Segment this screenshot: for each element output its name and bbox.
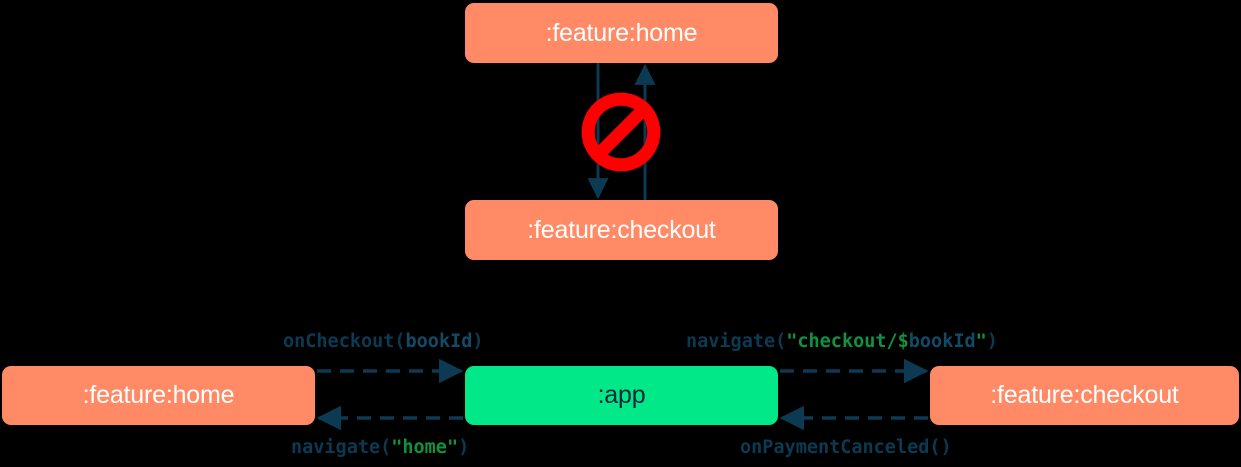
label-token-ident: onCheckout xyxy=(283,331,395,352)
node-label: :feature:checkout xyxy=(990,381,1179,409)
edge-label-app-to-checkout: navigate("checkout/$bookId") xyxy=(686,331,998,352)
label-token-paren: ( xyxy=(775,331,787,352)
node-feature-checkout-bottom[interactable]: :feature:checkout xyxy=(930,366,1239,425)
label-token-paren: ) xyxy=(472,331,484,352)
label-token-string: "home" xyxy=(391,437,459,458)
label-token-param: bookId xyxy=(908,331,976,352)
node-feature-checkout-top[interactable]: :feature:checkout xyxy=(465,200,778,260)
edge-label-checkout-to-app: onPaymentCanceled() xyxy=(740,437,952,458)
node-label: :feature:home xyxy=(82,381,235,409)
node-feature-home-top[interactable]: :feature:home xyxy=(465,3,778,63)
label-token-ident: navigate xyxy=(686,331,776,352)
label-token-string: " xyxy=(975,331,987,352)
node-label: :app xyxy=(597,381,646,409)
label-token-paren: ( xyxy=(394,331,406,352)
node-label: :feature:checkout xyxy=(527,215,716,244)
label-token-ident: navigate xyxy=(291,437,381,458)
label-token-paren: ( xyxy=(380,437,392,458)
label-token-paren: ) xyxy=(986,331,998,352)
forbidden-icon xyxy=(581,92,661,172)
label-token-param: bookId xyxy=(405,331,473,352)
label-token-paren: ) xyxy=(458,437,470,458)
node-app[interactable]: :app xyxy=(465,366,778,425)
node-feature-home-bottom[interactable]: :feature:home xyxy=(2,366,315,425)
edge-label-home-to-app: onCheckout(bookId) xyxy=(283,331,484,352)
label-token-string: "checkout/$ xyxy=(786,331,909,352)
edge-label-app-to-home: navigate("home") xyxy=(291,437,469,458)
label-token-ident: onPaymentCanceled() xyxy=(740,437,952,458)
node-label: :feature:home xyxy=(545,18,698,47)
